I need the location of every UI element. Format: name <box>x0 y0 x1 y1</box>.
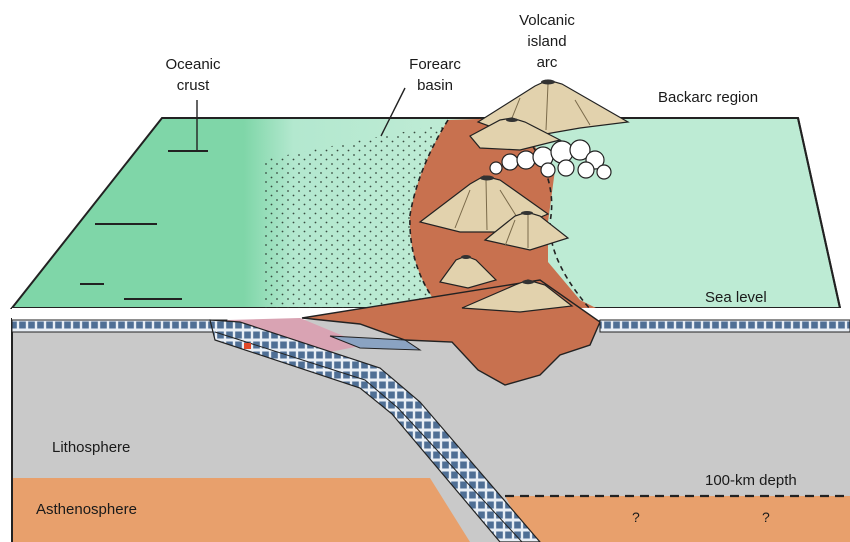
backarc-label: Backarc region <box>658 89 758 106</box>
lithosphere-label: Lithosphere <box>52 439 130 456</box>
unknown-mark: ? <box>762 509 770 525</box>
volcanic-arc-label: Volcanic <box>519 12 575 29</box>
oceanic-crust-label: crust <box>177 77 210 94</box>
asthenosphere-layer-right <box>505 496 850 542</box>
magma-spot <box>244 343 251 349</box>
forearc-basin-label: basin <box>417 77 453 94</box>
depth-label: 100-km depth <box>705 472 797 489</box>
unknown-mark: ? <box>632 509 640 525</box>
asthenosphere-label: Asthenosphere <box>36 501 137 518</box>
forearc-basin-label: Forearc <box>409 56 461 73</box>
oceanic-crust-label: Oceanic <box>165 56 221 73</box>
volcanic-arc-label: arc <box>537 54 558 71</box>
sea-level-label: Sea level <box>705 289 767 306</box>
volcanic-arc-label: island <box>527 33 566 50</box>
